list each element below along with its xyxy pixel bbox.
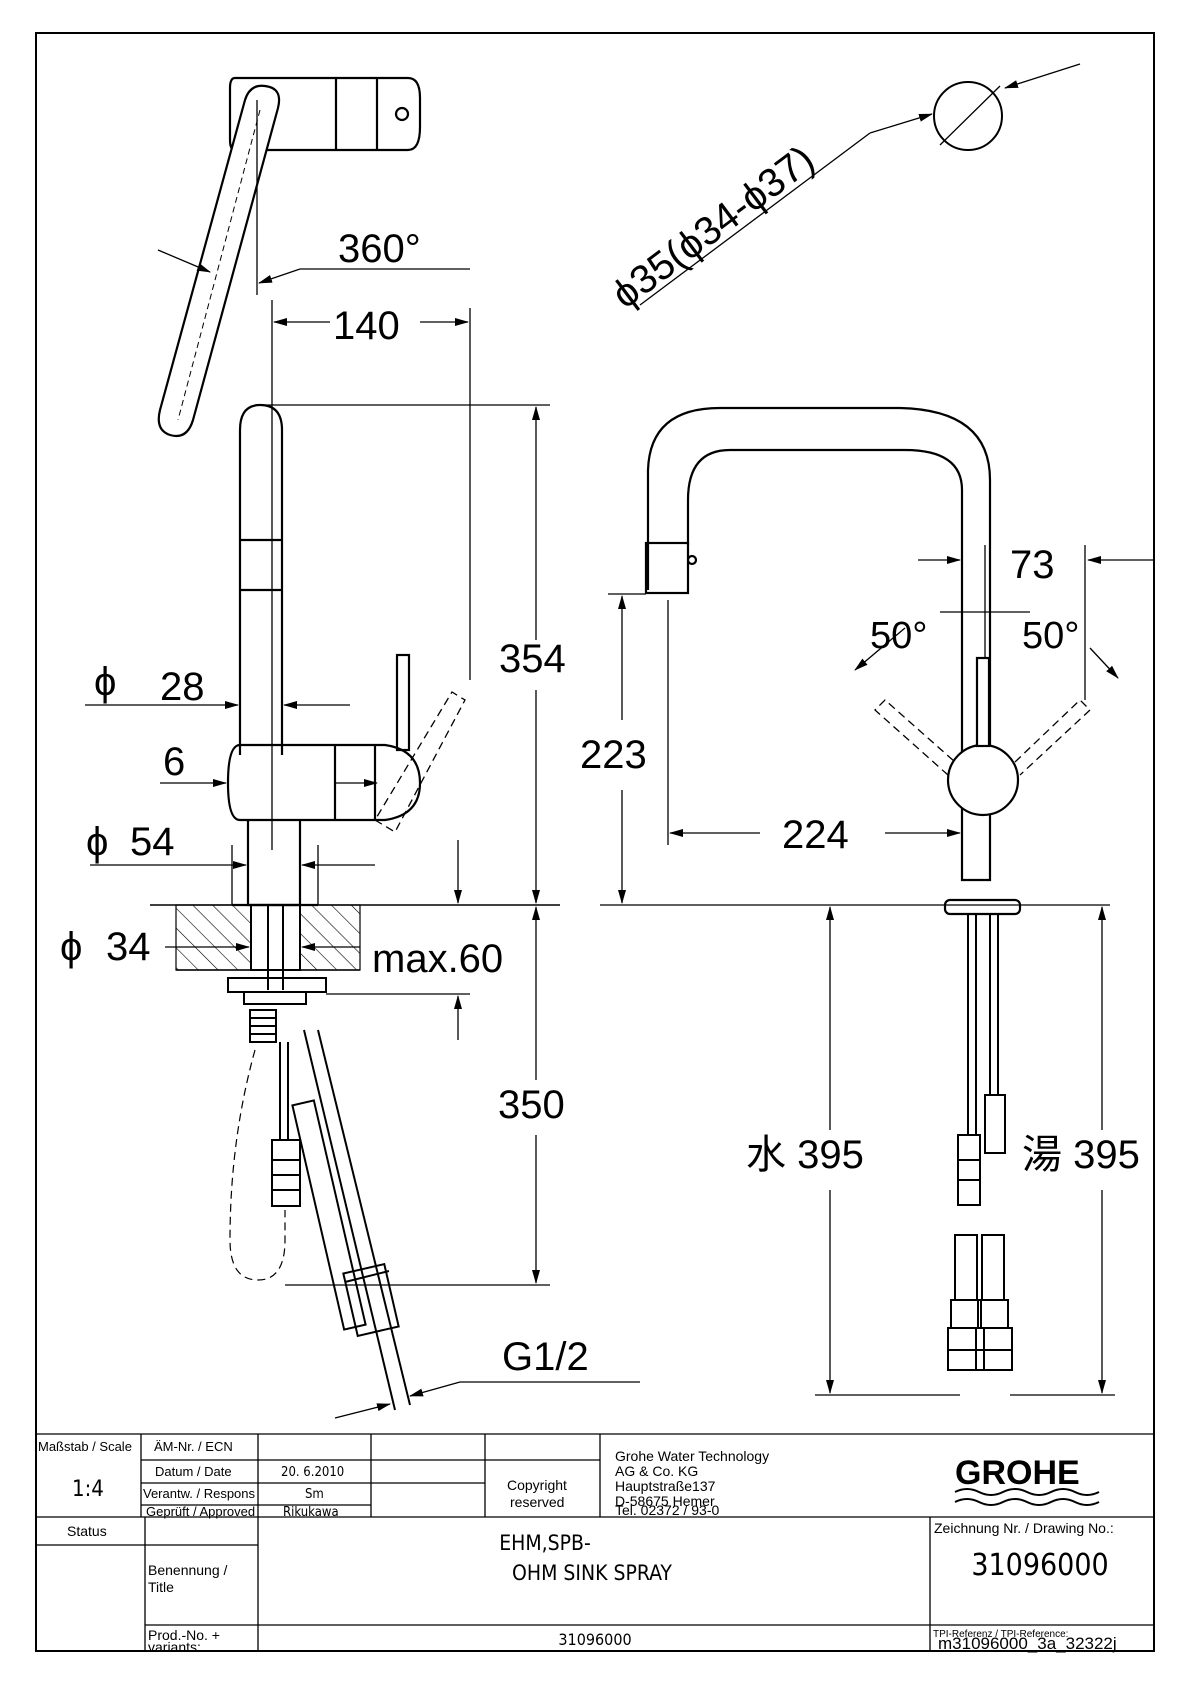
company-line-1: Grohe Water Technology: [615, 1448, 769, 1464]
tpi-label: TPI-Referenz / TPI-Reference:: [933, 1629, 1068, 1640]
drawing-number: 31096000: [971, 1548, 1108, 1583]
sheet-border: [35, 32, 1155, 1652]
tpi-reference: m31096000_3a_32322j: [938, 1634, 1117, 1653]
shank-diameter-label: 34: [106, 925, 151, 969]
logo-text: GROHE: [955, 1454, 1080, 1492]
title-label-1: Benennung /: [148, 1562, 228, 1578]
scale-value: 1:4: [72, 1477, 104, 1502]
scale-label: Maßstab / Scale: [38, 1439, 132, 1454]
ecn-label: ÄM-Nr. / ECN: [154, 1439, 233, 1454]
company-line-3: Hauptstraße137: [615, 1478, 716, 1494]
rotation-dimension: [157, 100, 470, 295]
under-length-label: 350: [498, 1083, 565, 1127]
prod-label-1: Prod.-No. +: [148, 1627, 220, 1643]
angle-left-label: 50°: [870, 615, 927, 657]
front-view-dimensions: [600, 545, 1155, 1396]
status-label: Status: [67, 1523, 107, 1539]
prod-label-2: variants:: [148, 1639, 201, 1655]
date-label: Datum / Date: [155, 1464, 232, 1479]
base-diameter-label: 54: [130, 820, 175, 864]
logo-wave-1: [954, 1488, 1100, 1496]
reach-label: 140: [333, 304, 400, 348]
side-hoses: [229, 1009, 411, 1411]
company-line-4: D-58675 Hemer: [615, 1493, 715, 1509]
body-diameter-label: 28: [160, 665, 205, 709]
spout-diameter-dimension: [639, 63, 1081, 306]
grohe-logo: GROHE: [954, 1454, 1100, 1506]
logo-wave-2: [954, 1498, 1100, 1506]
company-address: Grohe Water Technology AG & Co. KG Haupt…: [615, 1448, 769, 1518]
top-view: [157, 76, 422, 438]
hot-hose-label: 湯 395: [1022, 1133, 1140, 1177]
approved-label: Geprüft / Approved: [146, 1504, 255, 1519]
angle-right-label: 50°: [1022, 615, 1079, 657]
responsible-value: Sm: [305, 1487, 324, 1502]
front-hoses: [947, 914, 1013, 1371]
deck-section-right: [299, 904, 361, 971]
responsible-label: Verantw. / Respons: [143, 1486, 256, 1501]
phi-34-symbol: ϕ: [60, 925, 82, 969]
spout-diameter-label: ϕ35(ϕ34-ϕ37): [604, 137, 823, 317]
title-line-1: EHM,SPB-: [499, 1531, 591, 1555]
prod-number: 31096000: [558, 1630, 631, 1649]
date-value: 20. 6.2010: [281, 1465, 344, 1480]
spout-reach-label: 224: [782, 813, 849, 857]
deck-section-left: [175, 904, 252, 971]
title-block: [36, 1433, 1154, 1651]
thread-label: G1/2: [502, 1335, 589, 1379]
shank: [227, 904, 327, 1005]
approved-value: Rikukawa: [283, 1505, 339, 1520]
cold-hose-label: 水 395: [746, 1133, 864, 1177]
company-line-2: AG & Co. KG: [615, 1463, 698, 1479]
reserved-label: reserved: [510, 1494, 564, 1510]
title-line-2: OHM SINK SPRAY: [512, 1561, 672, 1585]
copyright-label: Copyright: [507, 1477, 567, 1493]
front-view: [644, 406, 1091, 916]
lever-offset-label: 73: [1010, 543, 1055, 587]
phi-28-symbol: ϕ: [94, 660, 116, 704]
spout-height-label: 223: [580, 733, 647, 777]
deck-thickness-label: max.60: [372, 937, 503, 981]
title-label-2: Title: [148, 1579, 174, 1595]
reach-dimension: [271, 300, 471, 850]
lever-gap-label: 6: [163, 740, 185, 784]
side-view-dimensions: [85, 404, 640, 1419]
rotation-label: 360°: [338, 227, 421, 271]
drawing-number-label: Zeichnung Nr. / Drawing No.:: [934, 1520, 1114, 1536]
height-total-label: 354: [499, 637, 566, 681]
phi-54-symbol: ϕ: [86, 820, 108, 864]
side-view: [226, 403, 466, 907]
company-line-5: Tel. 02372 / 93-0: [615, 1502, 720, 1518]
